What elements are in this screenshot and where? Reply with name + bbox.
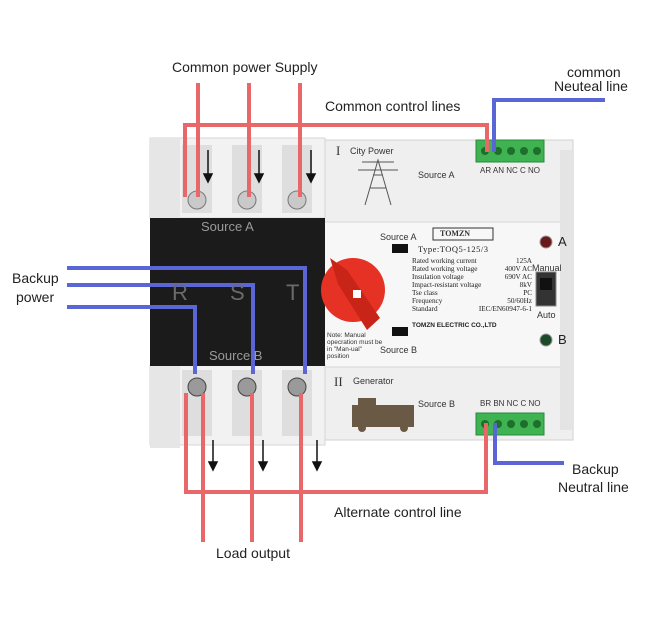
- indicator-a-label: A: [558, 234, 567, 249]
- label-alternate-control-line: Alternate control line: [334, 504, 462, 520]
- screw-bot-1: [187, 377, 207, 397]
- brand-box: [432, 227, 494, 241]
- auto-label: Auto: [537, 310, 556, 320]
- source-b-label-block: Source B: [209, 348, 263, 363]
- flow-arrows: [202, 150, 323, 472]
- phase-s-label: S: [230, 280, 245, 305]
- source-b-label-front: Source B: [380, 345, 418, 355]
- type-line: Type:TOQ5-125/3: [418, 244, 489, 254]
- indicator-b-led: [539, 333, 553, 347]
- black-switch-block: [150, 218, 325, 366]
- source-a-label-top: Source A: [418, 170, 455, 180]
- source-b-window: [392, 327, 408, 336]
- red-wires: [183, 83, 489, 542]
- terminals-top-label: AR AN NC C NO: [480, 166, 541, 175]
- manual-handle-knob[interactable]: [321, 258, 385, 330]
- generator-label: Generator: [353, 376, 394, 386]
- source-b-label-bottom: Source B: [418, 399, 456, 409]
- indicator-a-led: [539, 235, 553, 249]
- screw-bot-2: [237, 377, 257, 397]
- phase-t-label: T: [286, 280, 300, 305]
- label-load-output: Load output: [216, 545, 290, 561]
- label-common-neutral-1: common: [567, 64, 621, 80]
- terminals-bottom-label: BR BN NC C NO: [480, 399, 541, 408]
- device-side-panel: [560, 150, 574, 430]
- manual-note: Note: Manual opecration must be in "Man-…: [327, 332, 383, 360]
- source-a-window: [392, 244, 408, 253]
- brand-label: TOMZN: [440, 229, 471, 238]
- label-backup-power-1: Backup: [12, 270, 59, 286]
- label-backup-power-2: power: [16, 289, 55, 305]
- label-common-neutral-2: Neuteal line: [554, 78, 628, 94]
- manual-label: Manual: [532, 263, 562, 273]
- screw-top-3: [287, 190, 307, 210]
- label-common-power-supply: Common power Supply: [172, 59, 318, 75]
- indicator-b-label: B: [558, 332, 567, 347]
- city-power-label: City Power: [350, 146, 394, 156]
- roman-numeral-one: I: [336, 143, 341, 158]
- company-label: TOMZN ELECTRIC CO.,LTD: [412, 322, 497, 329]
- generator-icon: [352, 398, 414, 432]
- label-backup-neutral-1: Backup: [572, 461, 619, 477]
- pylon-icon: [358, 158, 398, 206]
- source-a-label-front: Source A: [380, 232, 417, 242]
- blue-wires: [67, 98, 605, 465]
- phase-r-label: R: [172, 280, 188, 305]
- roman-numeral-two: II: [334, 374, 343, 389]
- screw-bot-3: [287, 377, 307, 397]
- label-common-control-lines: Common control lines: [325, 98, 461, 114]
- label-backup-neutral-2: Neutral line: [558, 479, 629, 495]
- source-a-label-block: Source A: [201, 219, 254, 234]
